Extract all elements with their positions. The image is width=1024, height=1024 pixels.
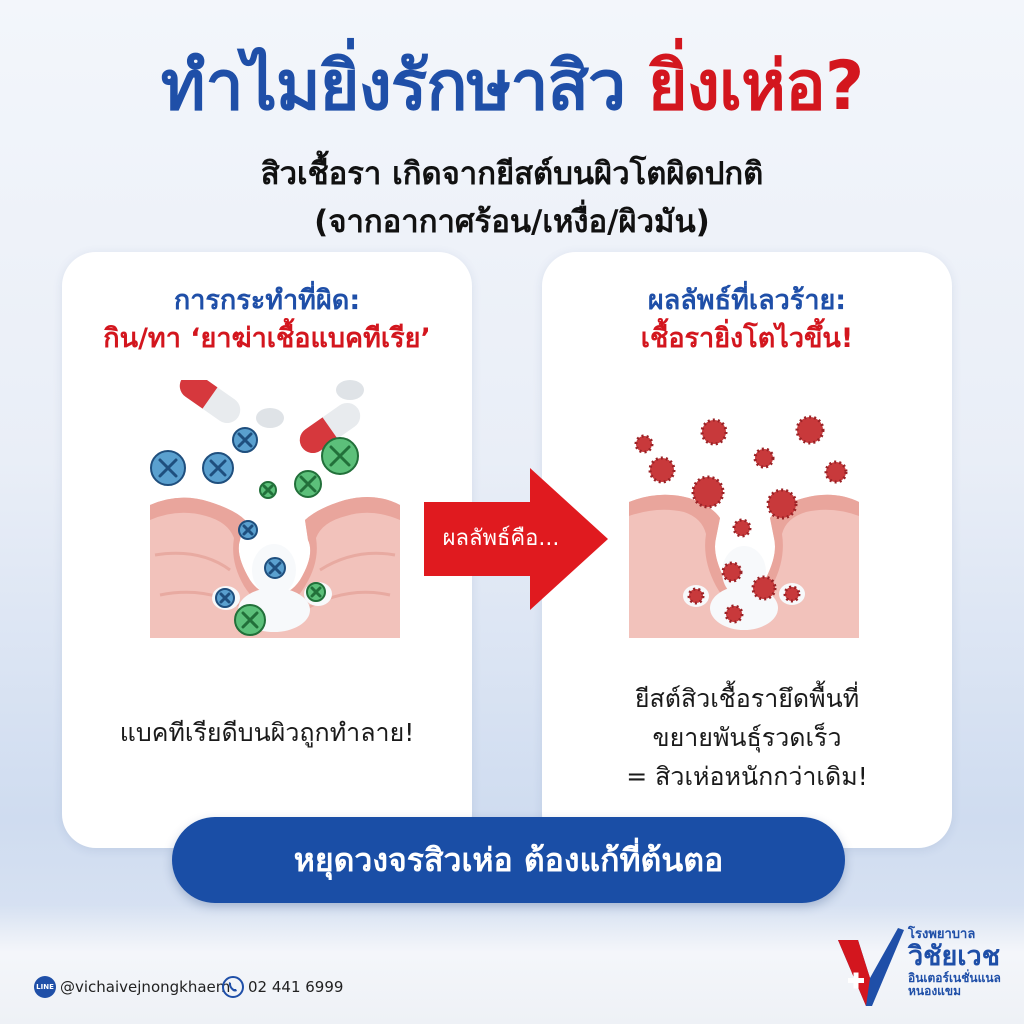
title-part-2: ยิ่งเห่อ? (647, 47, 864, 126)
subtitle-line-1: สิวเชื้อรา เกิดจากยีสต์บนผิวโตผิดปกติ (260, 156, 764, 192)
logo-line-1: โรงพยาบาล (908, 927, 976, 942)
antibiotic-skin-illustration (150, 380, 400, 638)
phone-icon (222, 976, 244, 998)
line-icon: LINE (34, 976, 56, 998)
call-to-action-banner: หยุดวงจรสิวเห่อ ต้องแก้ที่ต้นตอ (172, 817, 845, 903)
phone-number: 02 441 6999 (248, 978, 344, 996)
bad-result-heading: ผลลัพธ์ที่เลวร้าย: (647, 285, 847, 316)
page-title: ทำไมยิ่งรักษาสิว ยิ่งเห่อ? (0, 47, 1024, 126)
wrong-action-note: แบคทีเรียดีบนผิวถูกทำลาย! (119, 718, 415, 747)
bad-result-note-line-3: = สิวเห่อหนักกว่าเดิม! (626, 761, 868, 791)
bad-result-note-line-2: ขยายพันธุ์รวดเร็ว (652, 722, 842, 752)
logo-line-4: หนองแขม (908, 984, 962, 999)
subtitle-line-2: (จากอากาศร้อน/เหงื่อ/ผิวมัน) (314, 204, 710, 240)
hospital-logo-icon (838, 928, 904, 1006)
yeast-overgrowth-illustration (629, 415, 859, 638)
line-handle: @vichaivejnongkhaem (60, 978, 231, 996)
logo-line-2: วิชัยเวช (908, 941, 1001, 973)
wrong-action-card: การกระทำที่ผิด: กิน/ทา ‘ยาฆ่าเชื้อแบคทีเ… (62, 252, 472, 848)
line-contact[interactable]: LINE @vichaivejnongkhaem (34, 976, 230, 998)
bad-result-card: ผลลัพธ์ที่เลวร้าย: เชื้อรายิ่งโตไวขึ้น! … (542, 252, 952, 848)
wrong-action-subheading: กิน/ทา ‘ยาฆ่าเชื้อแบคทีเรีย’ (103, 322, 431, 354)
result-arrow-label: ผลลัพธ์คือ... (442, 526, 560, 551)
phone-contact[interactable]: 02 441 6999 (222, 976, 343, 998)
title-part-1: ทำไมยิ่งรักษาสิว (160, 47, 626, 126)
logo-line-3: อินเตอร์เนชั่นแนล (908, 970, 1001, 985)
bad-result-subheading: เชื้อรายิ่งโตไวขึ้น! (640, 322, 854, 354)
wrong-action-heading: การกระทำที่ผิด: (173, 285, 361, 316)
result-arrow-icon (424, 468, 608, 610)
hospital-logo-text: โรงพยาบาล วิชัยเวช อินเตอร์เนชั่นแนล หนอ… (908, 927, 1018, 999)
bad-result-note-line-1: ยีสต์สิวเชื้อรายึดพื้นที่ (634, 684, 860, 713)
